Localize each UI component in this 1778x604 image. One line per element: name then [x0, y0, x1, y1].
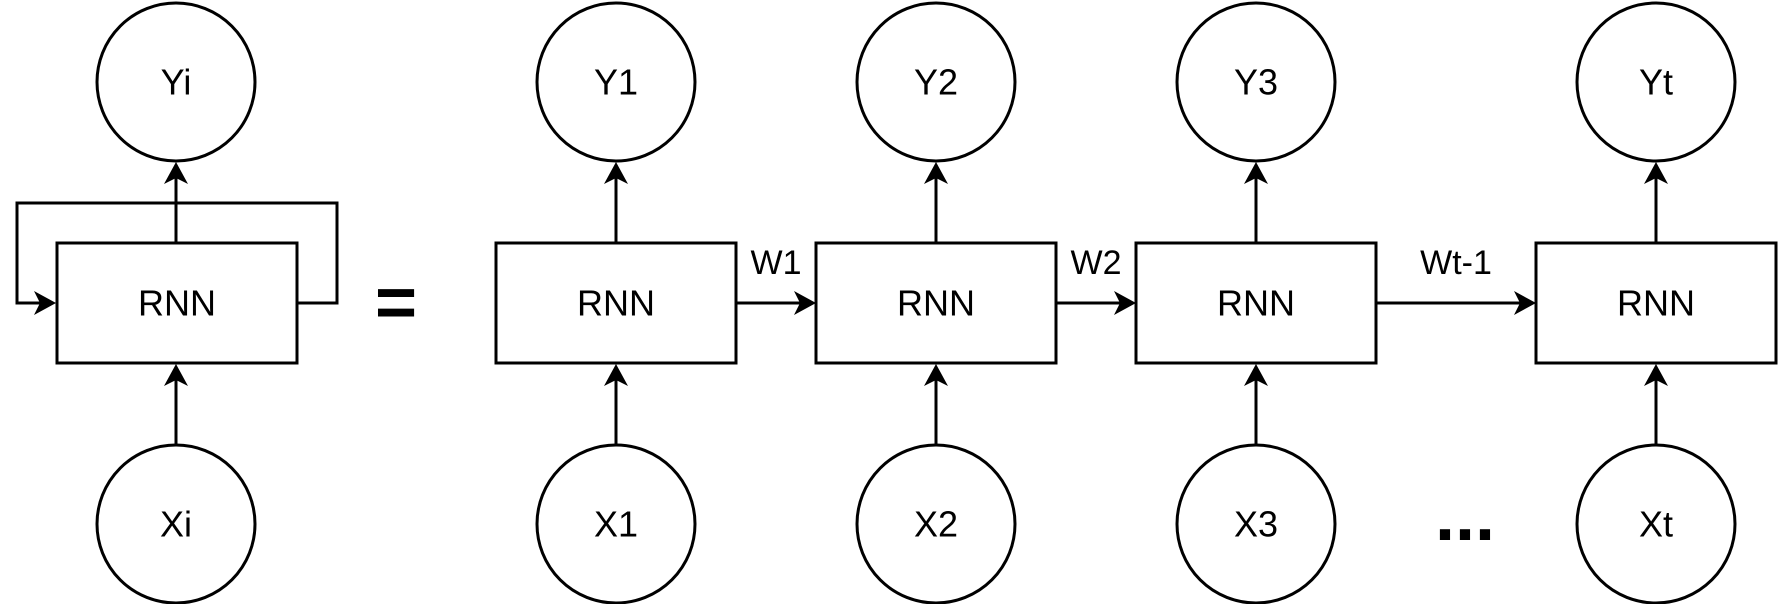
folded-input-label: Xi	[160, 504, 192, 545]
step-2-rnn-label: RNN	[897, 283, 975, 324]
step-1-input-arrow	[604, 364, 628, 445]
step-4-input-label: Xt	[1639, 504, 1673, 545]
step-4-output-node	[1575, 1, 1737, 163]
step-4-rnn-label: RNN	[1617, 283, 1695, 324]
step-1-output-node	[535, 1, 697, 163]
step-2-rnn-box	[814, 241, 1058, 365]
edge-3-arrow	[1376, 291, 1536, 315]
step-4-output-arrow	[1644, 162, 1668, 243]
ellipsis: ...	[1435, 476, 1495, 556]
step-3-input-label: X3	[1234, 504, 1278, 545]
folded-input-arrow	[164, 364, 188, 445]
equals-sign: =	[375, 263, 417, 343]
step-2-output-label: Y2	[914, 62, 958, 103]
step-4-rnn-box	[1534, 241, 1778, 365]
edge-1-label: W1	[751, 244, 802, 282]
step-1-rnn-label: RNN	[577, 283, 655, 324]
edge-3-label: Wt-1	[1420, 244, 1492, 282]
step-1-output-label: Y1	[594, 62, 638, 103]
step-2-input-arrow	[924, 364, 948, 445]
step-3-output-label: Y3	[1234, 62, 1278, 103]
step-4-output-label: Yt	[1639, 62, 1673, 103]
folded-rnn-label: RNN	[138, 283, 216, 324]
folded-recurrent-loop-arrow	[15, 201, 339, 315]
step-3-rnn-label: RNN	[1217, 283, 1295, 324]
edge-2-arrow	[1056, 291, 1136, 315]
folded-output-arrow	[164, 162, 188, 243]
step-2-output-node	[855, 1, 1017, 163]
step-1-input-label: X1	[594, 504, 638, 545]
step-3-input-arrow	[1244, 364, 1268, 445]
step-1-output-arrow	[604, 162, 628, 243]
step-3-output-arrow	[1244, 162, 1268, 243]
folded-rnn: Yi RNN Xi	[15, 1, 339, 604]
edge-1-arrow	[736, 291, 816, 315]
step-3-rnn-box	[1134, 241, 1378, 365]
edge-2-label: W2	[1071, 244, 1122, 282]
folded-output-node	[95, 1, 257, 163]
step-2-input-label: X2	[914, 504, 958, 545]
folded-output-label: Yi	[161, 62, 192, 103]
step-3-output-node	[1175, 1, 1337, 163]
folded-rnn-box	[55, 241, 299, 365]
step-2-output-arrow	[924, 162, 948, 243]
step-4-input-arrow	[1644, 364, 1668, 445]
